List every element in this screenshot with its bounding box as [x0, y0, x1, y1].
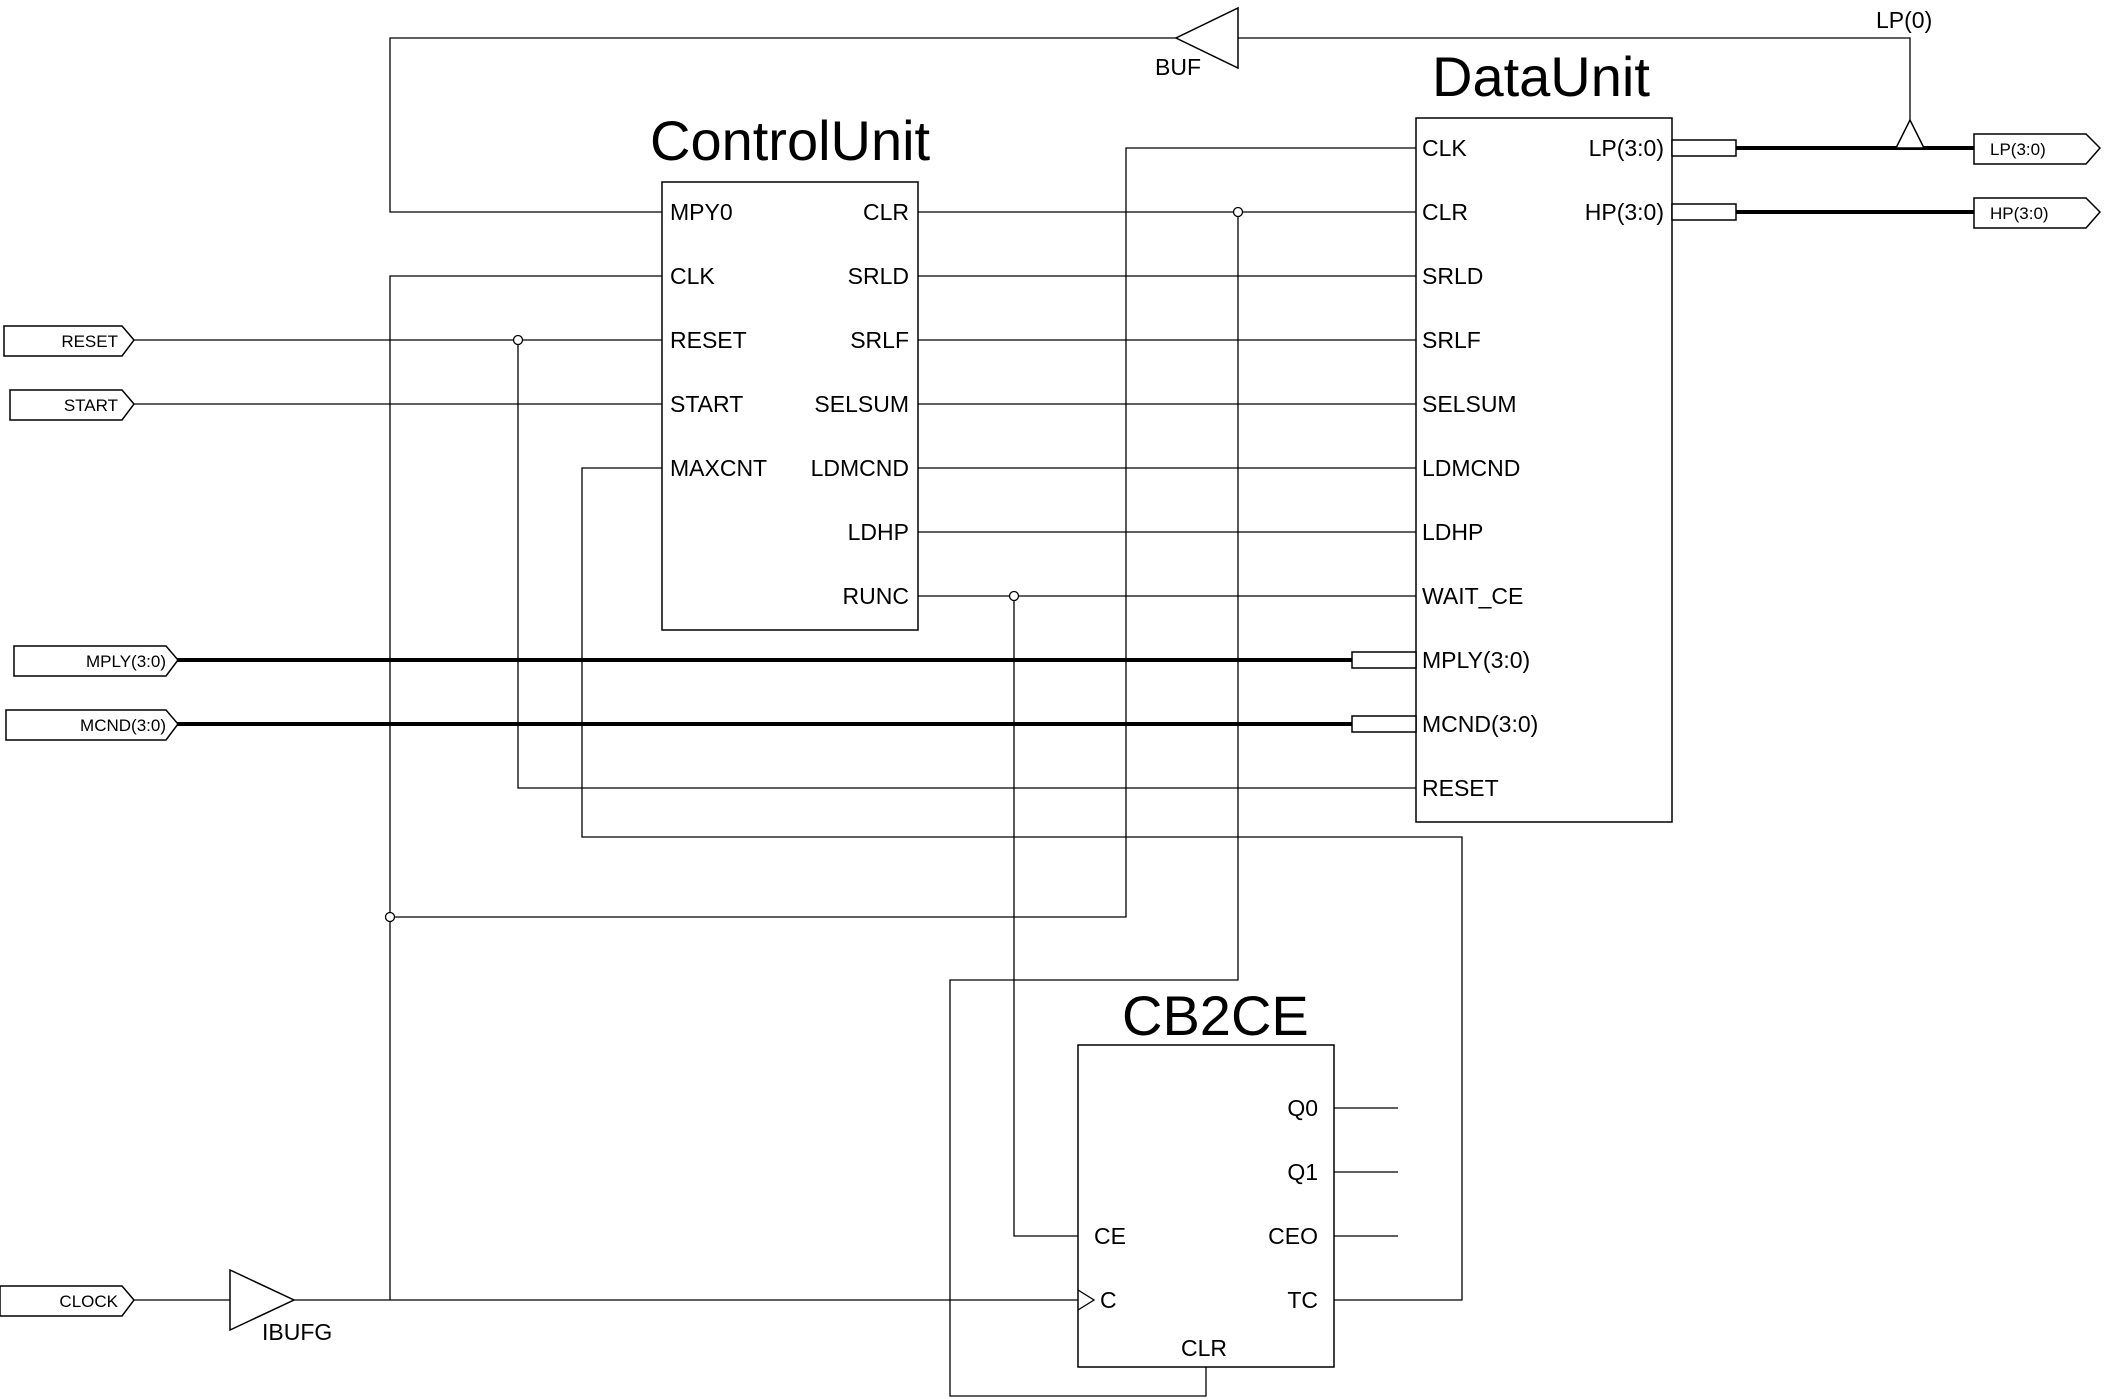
io-port-reset[interactable]: RESET: [3, 325, 135, 357]
cu-pin-selsum: SELSUM: [814, 391, 909, 417]
buf-label: BUF: [1155, 54, 1201, 80]
cu-pin-clk: CLK: [670, 263, 715, 289]
du-pin-mcnd: MCND(3:0): [1422, 711, 1538, 737]
cu-pin-ldhp: LDHP: [848, 519, 909, 545]
data-unit-title: DataUnit: [1432, 45, 1650, 108]
control-unit-title: ControlUnit: [650, 109, 931, 172]
du-pin-hp: HP(3:0): [1585, 199, 1664, 225]
cu-pin-clr: CLR: [863, 199, 909, 225]
io-port-mcnd[interactable]: MCND(3:0): [5, 709, 179, 741]
control-unit-block[interactable]: ControlUnit MPY0 CLK RESET START MAXCNT …: [650, 109, 931, 631]
buf-gate[interactable]: BUF: [1155, 6, 1239, 80]
data-unit-block[interactable]: DataUnit CLK CLR SRLD SRLF SELSUM LDMCND…: [1415, 45, 1673, 823]
cb-pin-ceo: CEO: [1268, 1223, 1318, 1249]
junction-clock: [384, 911, 396, 923]
cu-pin-reset: RESET: [670, 327, 747, 353]
du-pin-clk: CLK: [1422, 135, 1467, 161]
du-pin-reset: RESET: [1422, 775, 1499, 801]
io-port-lp[interactable]: LP(3:0): [1973, 133, 2102, 165]
counter-title: CB2CE: [1122, 984, 1309, 1047]
ibufg-gate[interactable]: IBUFG: [229, 1268, 332, 1345]
io-port-start[interactable]: START: [9, 389, 135, 421]
cu-pin-start: START: [670, 391, 743, 417]
cu-pin-srlf: SRLF: [850, 327, 909, 353]
io-port-start-label: START: [64, 396, 118, 415]
du-pin-srlf: SRLF: [1422, 327, 1481, 353]
cb-pin-c: C: [1100, 1287, 1117, 1313]
io-port-mcnd-label: MCND(3:0): [80, 716, 166, 735]
du-pin-srld: SRLD: [1422, 263, 1483, 289]
counter-block[interactable]: CB2CE CE C Q0 Q1 CEO TC CLR: [1077, 984, 1335, 1368]
du-pin-clr: CLR: [1422, 199, 1468, 225]
cu-pin-runc: RUNC: [843, 583, 909, 609]
du-pin-ldhp: LDHP: [1422, 519, 1483, 545]
cb-pin-tc: TC: [1287, 1287, 1318, 1313]
io-port-mply[interactable]: MPLY(3:0): [13, 645, 179, 677]
du-pin-wait-ce: WAIT_CE: [1422, 583, 1523, 609]
cu-pin-ldmcnd: LDMCND: [811, 455, 909, 481]
io-port-lp-label: LP(3:0): [1990, 140, 2046, 159]
du-pin-ldmcnd: LDMCND: [1422, 455, 1520, 481]
junction-reset: [512, 334, 524, 346]
io-port-hp[interactable]: HP(3:0): [1973, 197, 2102, 229]
buf-triangle-icon: [1174, 6, 1239, 70]
du-pin-selsum: SELSUM: [1422, 391, 1517, 417]
cb-pin-clr: CLR: [1181, 1335, 1227, 1361]
lp0-net-label: LP(0): [1876, 7, 1932, 33]
buses: [176, 139, 1974, 733]
ibufg-label: IBUFG: [262, 1319, 332, 1345]
ibufg-triangle-icon: [229, 1268, 296, 1332]
junction-runc: [1008, 590, 1020, 602]
wires: [134, 37, 1911, 1397]
cu-pin-mpy0: MPY0: [670, 199, 733, 225]
du-pin-mply: MPLY(3:0): [1422, 647, 1530, 673]
clock-edge-icon: [1077, 1289, 1096, 1311]
io-port-hp-label: HP(3:0): [1990, 204, 2049, 223]
cb-pin-q0: Q0: [1287, 1095, 1318, 1121]
du-pin-lp: LP(3:0): [1589, 135, 1664, 161]
cu-pin-maxcnt: MAXCNT: [670, 455, 767, 481]
junction-clr: [1232, 206, 1244, 218]
cb-pin-q1: Q1: [1287, 1159, 1318, 1185]
cu-pin-srld: SRLD: [848, 263, 909, 289]
io-port-reset-label: RESET: [61, 332, 118, 351]
io-port-clock[interactable]: CLOCK: [0, 1285, 135, 1317]
bus-tap-icon: [1894, 118, 1926, 149]
io-port-mply-label: MPLY(3:0): [86, 652, 166, 671]
cb-pin-ce: CE: [1094, 1223, 1126, 1249]
io-port-clock-label: CLOCK: [59, 1292, 118, 1311]
